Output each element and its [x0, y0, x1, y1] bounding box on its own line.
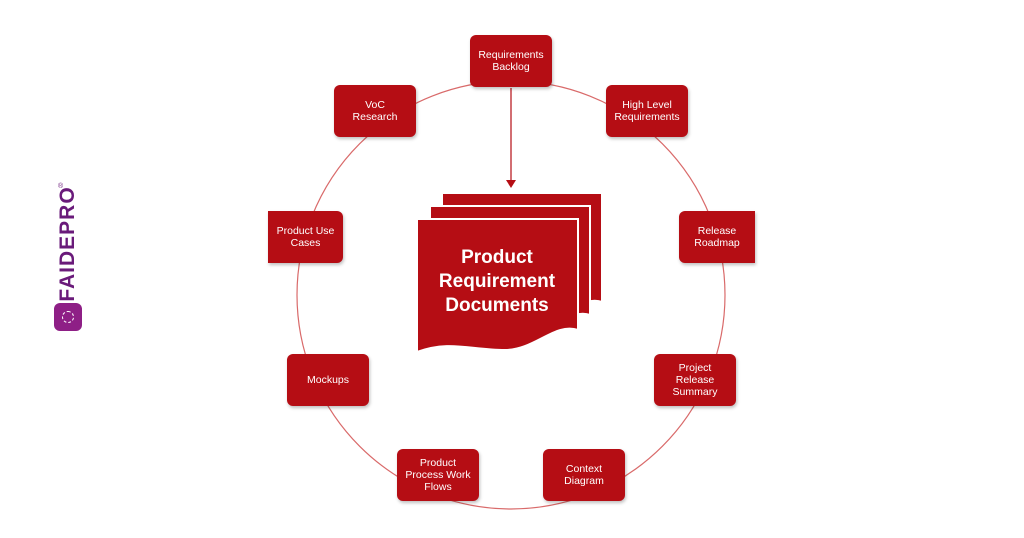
node-mockups: Mockups: [287, 354, 369, 406]
brand-logo-text: FAIDEPRO: [56, 186, 79, 302]
node-context-diagram: Context Diagram: [543, 449, 625, 501]
node-high-level-requirements: High Level Requirements: [606, 85, 688, 137]
node-requirements-backlog: Requirements Backlog: [470, 35, 552, 87]
brand-logo-icon: [54, 303, 82, 331]
node-product-process-work-flows: Product Process Work Flows: [397, 449, 479, 501]
node-voc-research: VoC Research: [334, 85, 416, 137]
arrowhead: [506, 180, 516, 188]
brand-ring-icon: [62, 311, 74, 323]
brand-registered-mark: ®: [58, 183, 64, 190]
document-front: [416, 218, 579, 354]
center-document-title: Product Requirement Documents: [438, 247, 556, 316]
node-product-use-cases: Product Use Cases: [268, 211, 343, 263]
node-release-roadmap: Release Roadmap: [679, 211, 755, 263]
node-project-release-summary: Project Release Summary: [654, 354, 736, 406]
document-stack: [416, 192, 603, 354]
